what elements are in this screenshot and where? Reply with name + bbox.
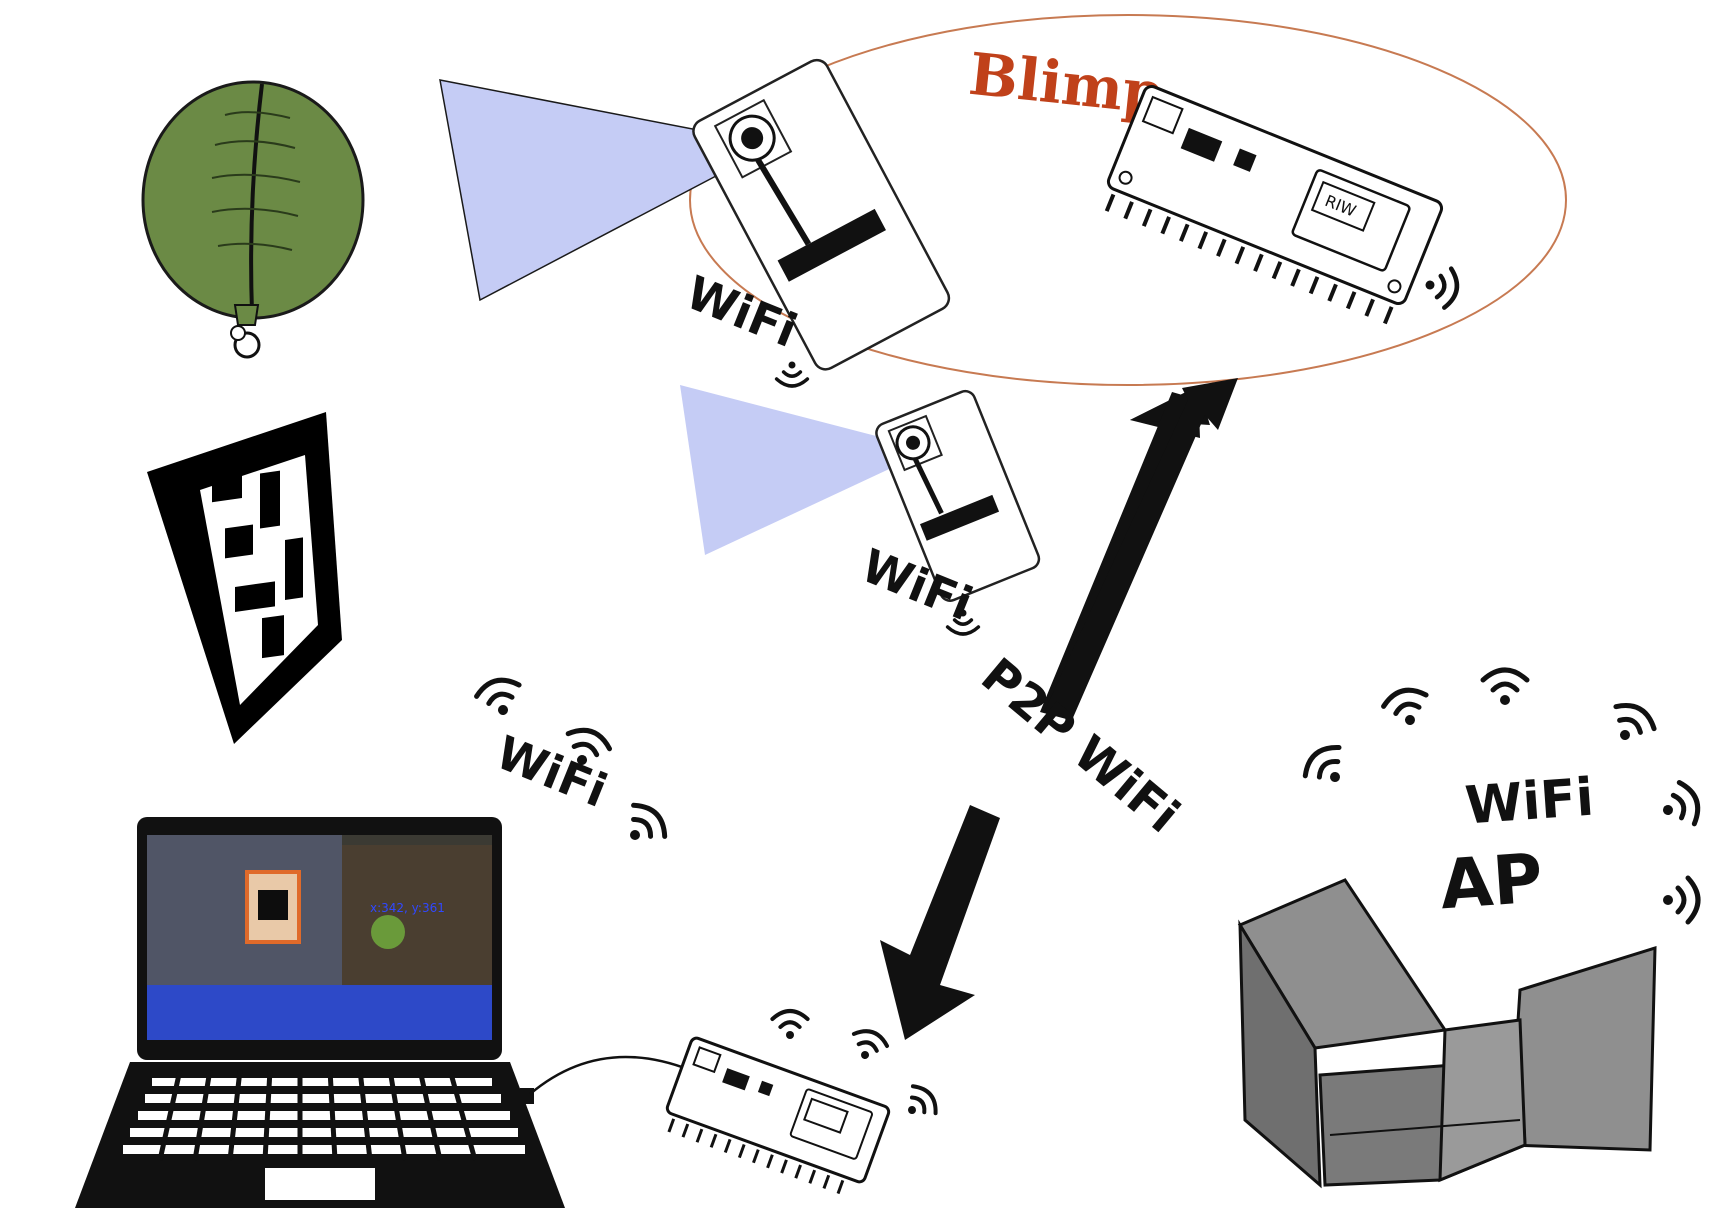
arrow-icon: [880, 805, 1000, 1040]
coordinate-overlay-text: x:342, y:361: [370, 901, 445, 915]
wifi-signal-icon: [772, 1011, 807, 1039]
aruco-marker-icon: [147, 412, 342, 744]
camera-module-icon: [875, 389, 1041, 602]
wifi-ap-label-line1: WiFi: [1463, 768, 1595, 837]
microcontroller-icon: RIW: [1104, 84, 1444, 325]
wifi-signal-icon: [898, 1081, 942, 1126]
microcontroller-icon: [665, 1036, 891, 1195]
usb-cable: [529, 1055, 691, 1095]
arrow-icon: [1035, 378, 1238, 720]
wifi-signal-icon: [1483, 670, 1527, 705]
wifi-signal-icon: [1299, 740, 1355, 795]
wifi-ap-label-line2: AP: [1438, 839, 1546, 925]
router-icon: [1237, 878, 1657, 1189]
laptop-icon: x:342, y:361: [75, 817, 565, 1208]
balloon-icon: [141, 80, 365, 359]
wifi-signal-icon: [1663, 878, 1698, 922]
wifi-signal-icon: [774, 359, 810, 388]
wifi-label-laptop: WiFi: [489, 725, 615, 818]
wifi-signal-icon: [1603, 698, 1659, 750]
wifi-signal-icon: [474, 675, 526, 720]
wifi-signal-icon: [1422, 265, 1460, 309]
wifi-signal-icon: [1381, 685, 1433, 730]
camera-view-cone-top: [439, 79, 778, 302]
camera-module-icon: [692, 58, 951, 371]
wifi-signal-icon: [616, 798, 672, 854]
camera-view-cone-mid: [680, 385, 930, 555]
blimp-boundary: [689, 14, 1567, 386]
wifi-signal-icon: [1656, 779, 1704, 832]
wifi-signal-icon: [847, 1026, 890, 1064]
